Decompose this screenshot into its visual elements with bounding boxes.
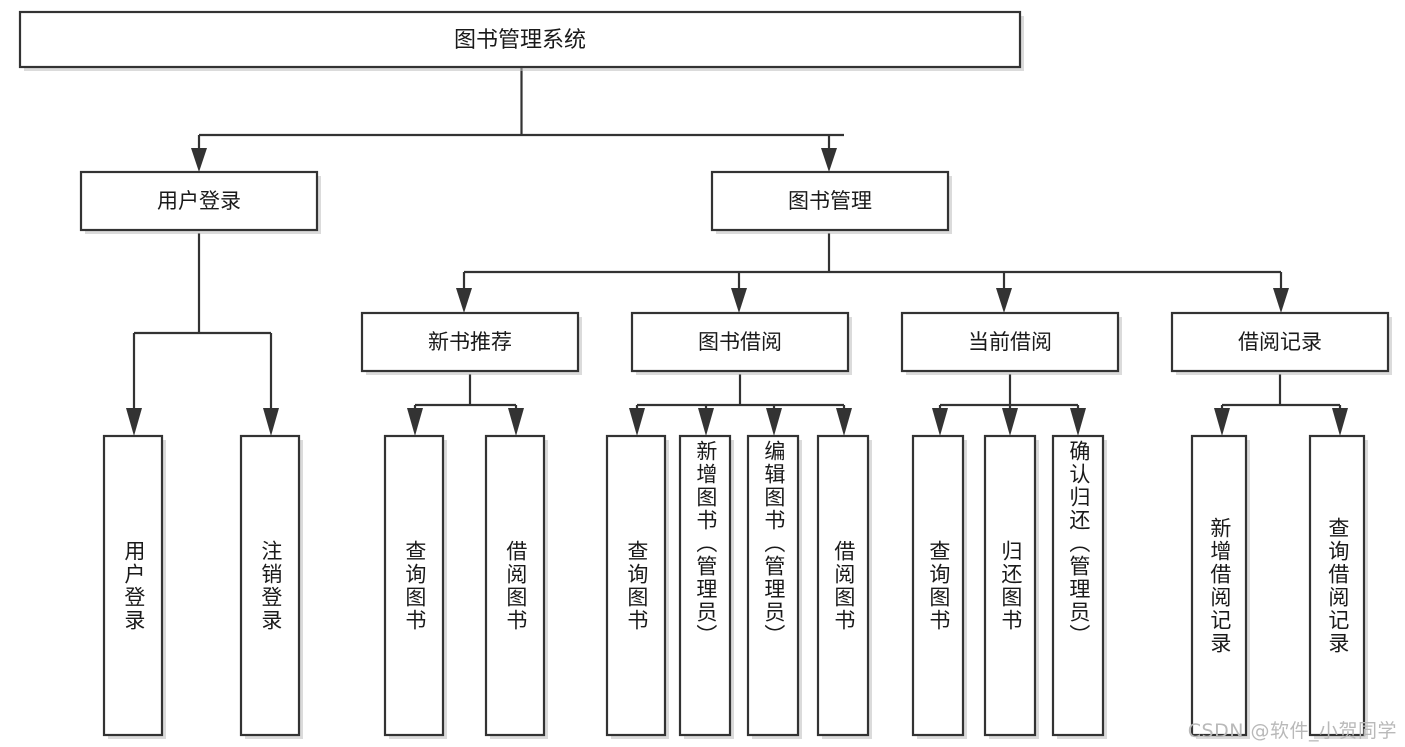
arrow-to-book-borrow — [731, 288, 747, 313]
arrow-borrow-leaf-4 — [836, 408, 852, 436]
arrow-borrow-leaf-2 — [698, 408, 714, 436]
csdn-watermark: CSDN @软件_小贺同学 — [1187, 720, 1397, 742]
new-book-recommend-box[interactable] — [360, 311, 580, 373]
leaf-box[interactable] — [1308, 434, 1366, 737]
leaf-label-wrap: 注销登录 — [242, 437, 298, 734]
book-borrow-label: 图书借阅 — [698, 330, 782, 354]
node-user-login[interactable]: 用户登录 — [79, 170, 321, 234]
user-login-box[interactable] — [79, 170, 319, 232]
leaf-borrow-edit-book[interactable]: 编辑图书（管理员） — [746, 434, 802, 739]
node-borrow-record[interactable]: 借阅记录 — [1170, 311, 1392, 375]
leaf-box[interactable] — [678, 434, 732, 737]
leaf-label-wrap: 借阅图书 — [487, 437, 543, 734]
arrow-borrow-leaf-3 — [766, 408, 782, 436]
leaf-label-wrap: 编辑图书（管理员） — [749, 440, 797, 734]
leaf-label: 新增图书（管理员） — [693, 440, 718, 647]
book-management-box[interactable] — [710, 170, 950, 232]
leaf-label-wrap: 查询图书 — [386, 437, 442, 734]
leaf-user-login-login[interactable]: 用户登录 — [102, 434, 166, 739]
leaf-box[interactable] — [605, 434, 667, 737]
leaf-borrow-add-book[interactable]: 新增图书（管理员） — [678, 434, 734, 739]
leaf-label: 查询图书 — [624, 539, 649, 632]
leaf-label: 借阅图书 — [503, 539, 528, 632]
leaf-box[interactable] — [983, 434, 1037, 737]
borrow-record-box[interactable] — [1170, 311, 1390, 373]
connector-layer — [126, 68, 1348, 436]
leaf-label-wrap: 归还图书 — [986, 437, 1034, 734]
leaf-box[interactable] — [383, 434, 445, 737]
leaf-user-login-logout[interactable]: 注销登录 — [239, 434, 303, 739]
user-login-label: 用户登录 — [157, 189, 241, 213]
arrow-current-leaf-2 — [1002, 408, 1018, 436]
new-book-recommend-label: 新书推荐 — [428, 330, 512, 354]
leaf-label: 编辑图书（管理员） — [761, 440, 786, 647]
leaf-label-wrap: 查询图书 — [914, 437, 962, 734]
arrow-newbook-leaf-2 — [508, 408, 524, 436]
arrow-record-leaf-2 — [1332, 408, 1348, 436]
leaf-label: 新增借阅记录 — [1207, 516, 1232, 655]
leaf-box[interactable] — [816, 434, 870, 737]
leaf-label-wrap: 查询图书 — [608, 437, 664, 734]
arrow-borrow-leaf-1 — [629, 408, 645, 436]
arrow-to-current-borrow — [996, 288, 1012, 313]
node-book-borrow[interactable]: 图书借阅 — [630, 311, 852, 375]
leaf-box[interactable] — [484, 434, 546, 737]
node-root[interactable]: 图书管理系统 — [18, 10, 1024, 71]
node-current-borrow[interactable]: 当前借阅 — [900, 311, 1122, 375]
arrow-to-borrow-record — [1273, 288, 1289, 313]
leaf-label-wrap: 新增借阅记录 — [1193, 437, 1245, 734]
leaf-box[interactable] — [1190, 434, 1248, 737]
leaf-borrow-borrow-book[interactable]: 借阅图书 — [816, 434, 872, 739]
root-label: 图书管理系统 — [454, 28, 586, 53]
current-borrow-box[interactable] — [900, 311, 1120, 373]
arrow-newbook-leaf-1 — [407, 408, 423, 436]
book-borrow-box[interactable] — [630, 311, 850, 373]
borrow-record-label: 借阅记录 — [1238, 330, 1322, 354]
book-management-label: 图书管理 — [788, 189, 872, 213]
arrow-record-leaf-1 — [1214, 408, 1230, 436]
leaf-label: 查询图书 — [926, 539, 951, 632]
arrow-current-leaf-1 — [932, 408, 948, 436]
arrow-to-book-management — [821, 148, 837, 172]
leaf-label: 查询借阅记录 — [1325, 516, 1350, 655]
arrow-to-user-login — [191, 148, 207, 172]
leaf-borrow-query-book[interactable]: 查询图书 — [605, 434, 669, 739]
leaf-label: 用户登录 — [121, 539, 146, 632]
node-book-management[interactable]: 图书管理 — [710, 170, 952, 234]
leaf-record-add-record[interactable]: 新增借阅记录 — [1190, 434, 1250, 739]
leaf-box[interactable] — [746, 434, 800, 737]
leaf-label: 注销登录 — [258, 539, 283, 632]
node-new-book-recommend[interactable]: 新书推荐 — [360, 311, 582, 375]
leaf-box[interactable] — [911, 434, 965, 737]
leaf-box[interactable] — [1051, 434, 1105, 737]
leaf-label-wrap: 确认归还（管理员） — [1054, 440, 1102, 734]
root-box[interactable] — [18, 10, 1022, 69]
leaf-label-wrap: 借阅图书 — [819, 437, 867, 734]
leaf-new-book-query[interactable]: 查询图书 — [383, 434, 447, 739]
leaf-box[interactable] — [239, 434, 301, 737]
leaf-box[interactable] — [102, 434, 164, 737]
leaf-current-return-book[interactable]: 归还图书 — [983, 434, 1039, 739]
leaf-label: 确认归还（管理员） — [1066, 440, 1091, 647]
leaf-label: 借阅图书 — [831, 539, 856, 632]
leaf-new-book-borrow[interactable]: 借阅图书 — [484, 434, 548, 739]
leaf-label: 查询图书 — [402, 539, 427, 632]
leaf-current-query-book[interactable]: 查询图书 — [911, 434, 967, 739]
leaf-label-wrap: 用户登录 — [105, 437, 161, 734]
current-borrow-label: 当前借阅 — [968, 330, 1052, 354]
leaf-current-confirm-return[interactable]: 确认归还（管理员） — [1051, 434, 1107, 739]
leaf-record-query-record[interactable]: 查询借阅记录 — [1308, 434, 1368, 739]
arrow-to-new-book — [456, 288, 472, 313]
leaf-label-wrap: 查询借阅记录 — [1311, 437, 1363, 734]
arrow-login-leaf-2 — [263, 408, 279, 436]
leaf-label-wrap: 新增图书（管理员） — [681, 440, 729, 734]
leaf-label: 归还图书 — [998, 539, 1023, 632]
arrow-current-leaf-3 — [1070, 408, 1086, 436]
arrow-login-leaf-1 — [126, 408, 142, 436]
